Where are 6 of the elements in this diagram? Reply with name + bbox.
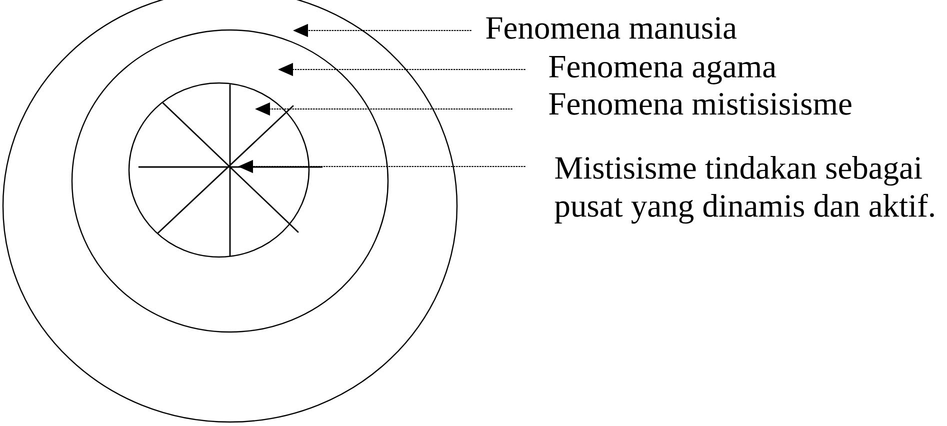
leader-label: Fenomena manusia (486, 17, 737, 39)
leader-label: Fenomena mistisisisme (549, 92, 852, 115)
leader-label: Fenomena agama (549, 56, 776, 84)
ring (71, 29, 389, 333)
leader-label: Mistisisme tindakan sebagai pusat yang dinamis dan aktif. (554, 156, 934, 224)
ring (2, 0, 458, 423)
